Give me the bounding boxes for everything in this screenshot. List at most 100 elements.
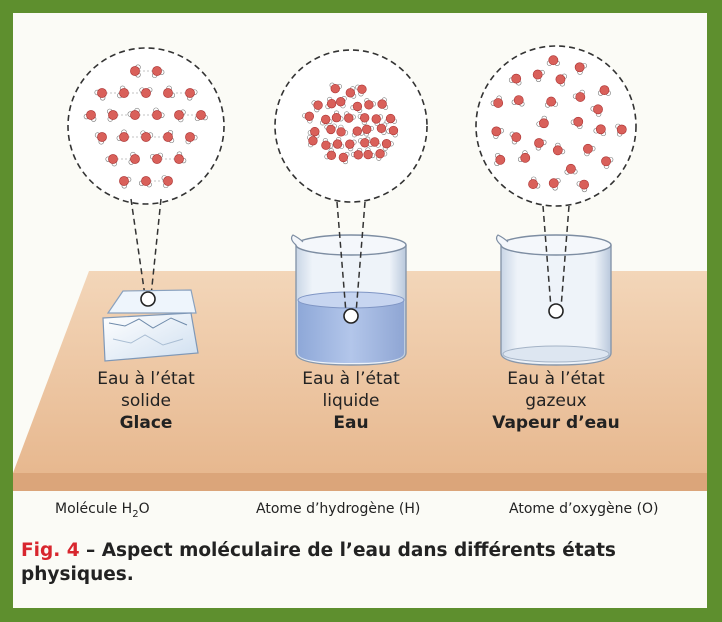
water-molecule — [528, 176, 541, 189]
water-molecule — [564, 163, 578, 175]
liquid-zoom-line-right — [355, 201, 366, 314]
ice-zoom-line-left — [130, 198, 146, 297]
gas-label-name: Vapeur d’eau — [492, 413, 620, 433]
water-molecule — [375, 149, 388, 161]
water-molecule — [94, 88, 107, 101]
water-molecule — [490, 95, 504, 108]
water-molecule — [350, 101, 363, 113]
water-molecule — [552, 142, 566, 156]
liquid-label-name: Eau — [333, 413, 369, 433]
water-molecule — [371, 114, 383, 127]
water-molecule — [532, 69, 545, 82]
water-molecule — [345, 139, 357, 152]
water-molecule — [509, 131, 522, 145]
legend-oxygen: Atome d’oxygène (O) — [509, 501, 659, 517]
water-molecule — [546, 55, 560, 66]
water-molecule — [386, 125, 399, 138]
water-molecule — [174, 109, 186, 123]
water-molecule — [517, 150, 531, 163]
liquid-beaker — [290, 234, 407, 366]
water-molecule — [130, 64, 141, 78]
ice-zoom-line-right — [150, 198, 162, 297]
water-molecule — [163, 130, 175, 144]
water-molecule — [491, 126, 504, 139]
water-molecule — [368, 137, 381, 148]
gas-sample-circle — [548, 303, 564, 319]
water-molecule — [384, 113, 397, 125]
water-molecule — [574, 62, 587, 75]
gas-molecules — [490, 55, 627, 193]
water-molecule — [119, 176, 132, 189]
water-molecule — [128, 151, 140, 165]
solid-label-line1: Eau à l’état — [97, 369, 195, 389]
liquid-label: Eau à l’état liquide Eau — [266, 368, 436, 434]
liquid-zoom-circle — [274, 49, 428, 203]
legend-molecule: Molécule H2O — [55, 501, 150, 520]
water-molecule — [615, 123, 627, 137]
water-molecule — [494, 153, 506, 166]
water-molecule — [94, 132, 107, 145]
figure-caption: Fig. 4 – Aspect moléculaire de l’eau dan… — [21, 539, 621, 587]
gas-label: Eau à l’état gazeux Vapeur d’eau — [471, 368, 641, 434]
water-molecule — [185, 88, 198, 101]
water-molecule — [311, 100, 323, 113]
water-molecule — [83, 110, 97, 122]
water-molecule — [364, 98, 376, 110]
water-molecule — [152, 107, 165, 120]
water-molecule — [376, 122, 388, 135]
water-molecule — [105, 154, 118, 167]
ice-zoom-circle — [67, 47, 225, 205]
water-molecule — [570, 116, 584, 130]
water-molecule — [344, 111, 356, 123]
water-molecule — [116, 129, 129, 142]
water-molecule — [151, 66, 165, 78]
water-molecule — [325, 96, 337, 110]
water-molecule — [307, 126, 320, 139]
water-molecule — [150, 152, 163, 164]
gas-label-line1: Eau à l’état — [507, 369, 605, 389]
water-molecule — [555, 73, 567, 87]
water-molecule — [508, 73, 522, 86]
water-molecule — [140, 130, 154, 142]
water-molecule — [381, 139, 394, 151]
water-molecule — [357, 113, 370, 125]
water-molecule — [307, 134, 318, 148]
water-molecule — [324, 148, 337, 160]
table-front — [13, 473, 707, 491]
water-molecule — [161, 175, 173, 189]
water-molecule — [355, 84, 367, 97]
water-molecule — [601, 156, 614, 169]
water-molecule — [534, 138, 547, 151]
molecule-groups — [83, 55, 627, 193]
legend-molecule-text: Molécule H — [55, 501, 133, 517]
water-molecule — [362, 124, 374, 137]
liquid-sample-circle — [343, 308, 359, 324]
water-molecule — [536, 115, 549, 129]
water-molecule — [377, 97, 389, 110]
liquid-zoom-line-left — [336, 201, 347, 314]
water-molecule — [583, 143, 596, 157]
legend: Molécule H2O Atome d’hydrogène (H) Atome… — [13, 497, 707, 525]
water-molecule — [572, 89, 586, 102]
water-molecule — [321, 138, 334, 150]
water-molecule — [163, 85, 176, 98]
water-molecule — [576, 179, 589, 193]
water-molecule — [138, 176, 152, 188]
water-molecule — [194, 110, 208, 122]
water-molecule — [336, 95, 347, 109]
water-molecule — [302, 111, 315, 124]
water-molecule — [363, 147, 376, 160]
water-molecule — [329, 82, 342, 94]
water-molecule — [336, 124, 349, 137]
legend-molecule-end: O — [138, 501, 150, 517]
legend-hydrogen: Atome d’hydrogène (H) — [256, 501, 421, 517]
water-molecule — [358, 136, 371, 148]
figure-caption-text: – Aspect moléculaire de l’eau dans diffé… — [21, 540, 616, 585]
ice-lattice — [83, 64, 208, 189]
water-molecule — [174, 151, 187, 164]
water-molecule — [511, 95, 525, 107]
solid-label-name: Glace — [119, 413, 173, 433]
water-molecule — [590, 104, 603, 117]
gas-zoom-circle — [475, 45, 637, 207]
